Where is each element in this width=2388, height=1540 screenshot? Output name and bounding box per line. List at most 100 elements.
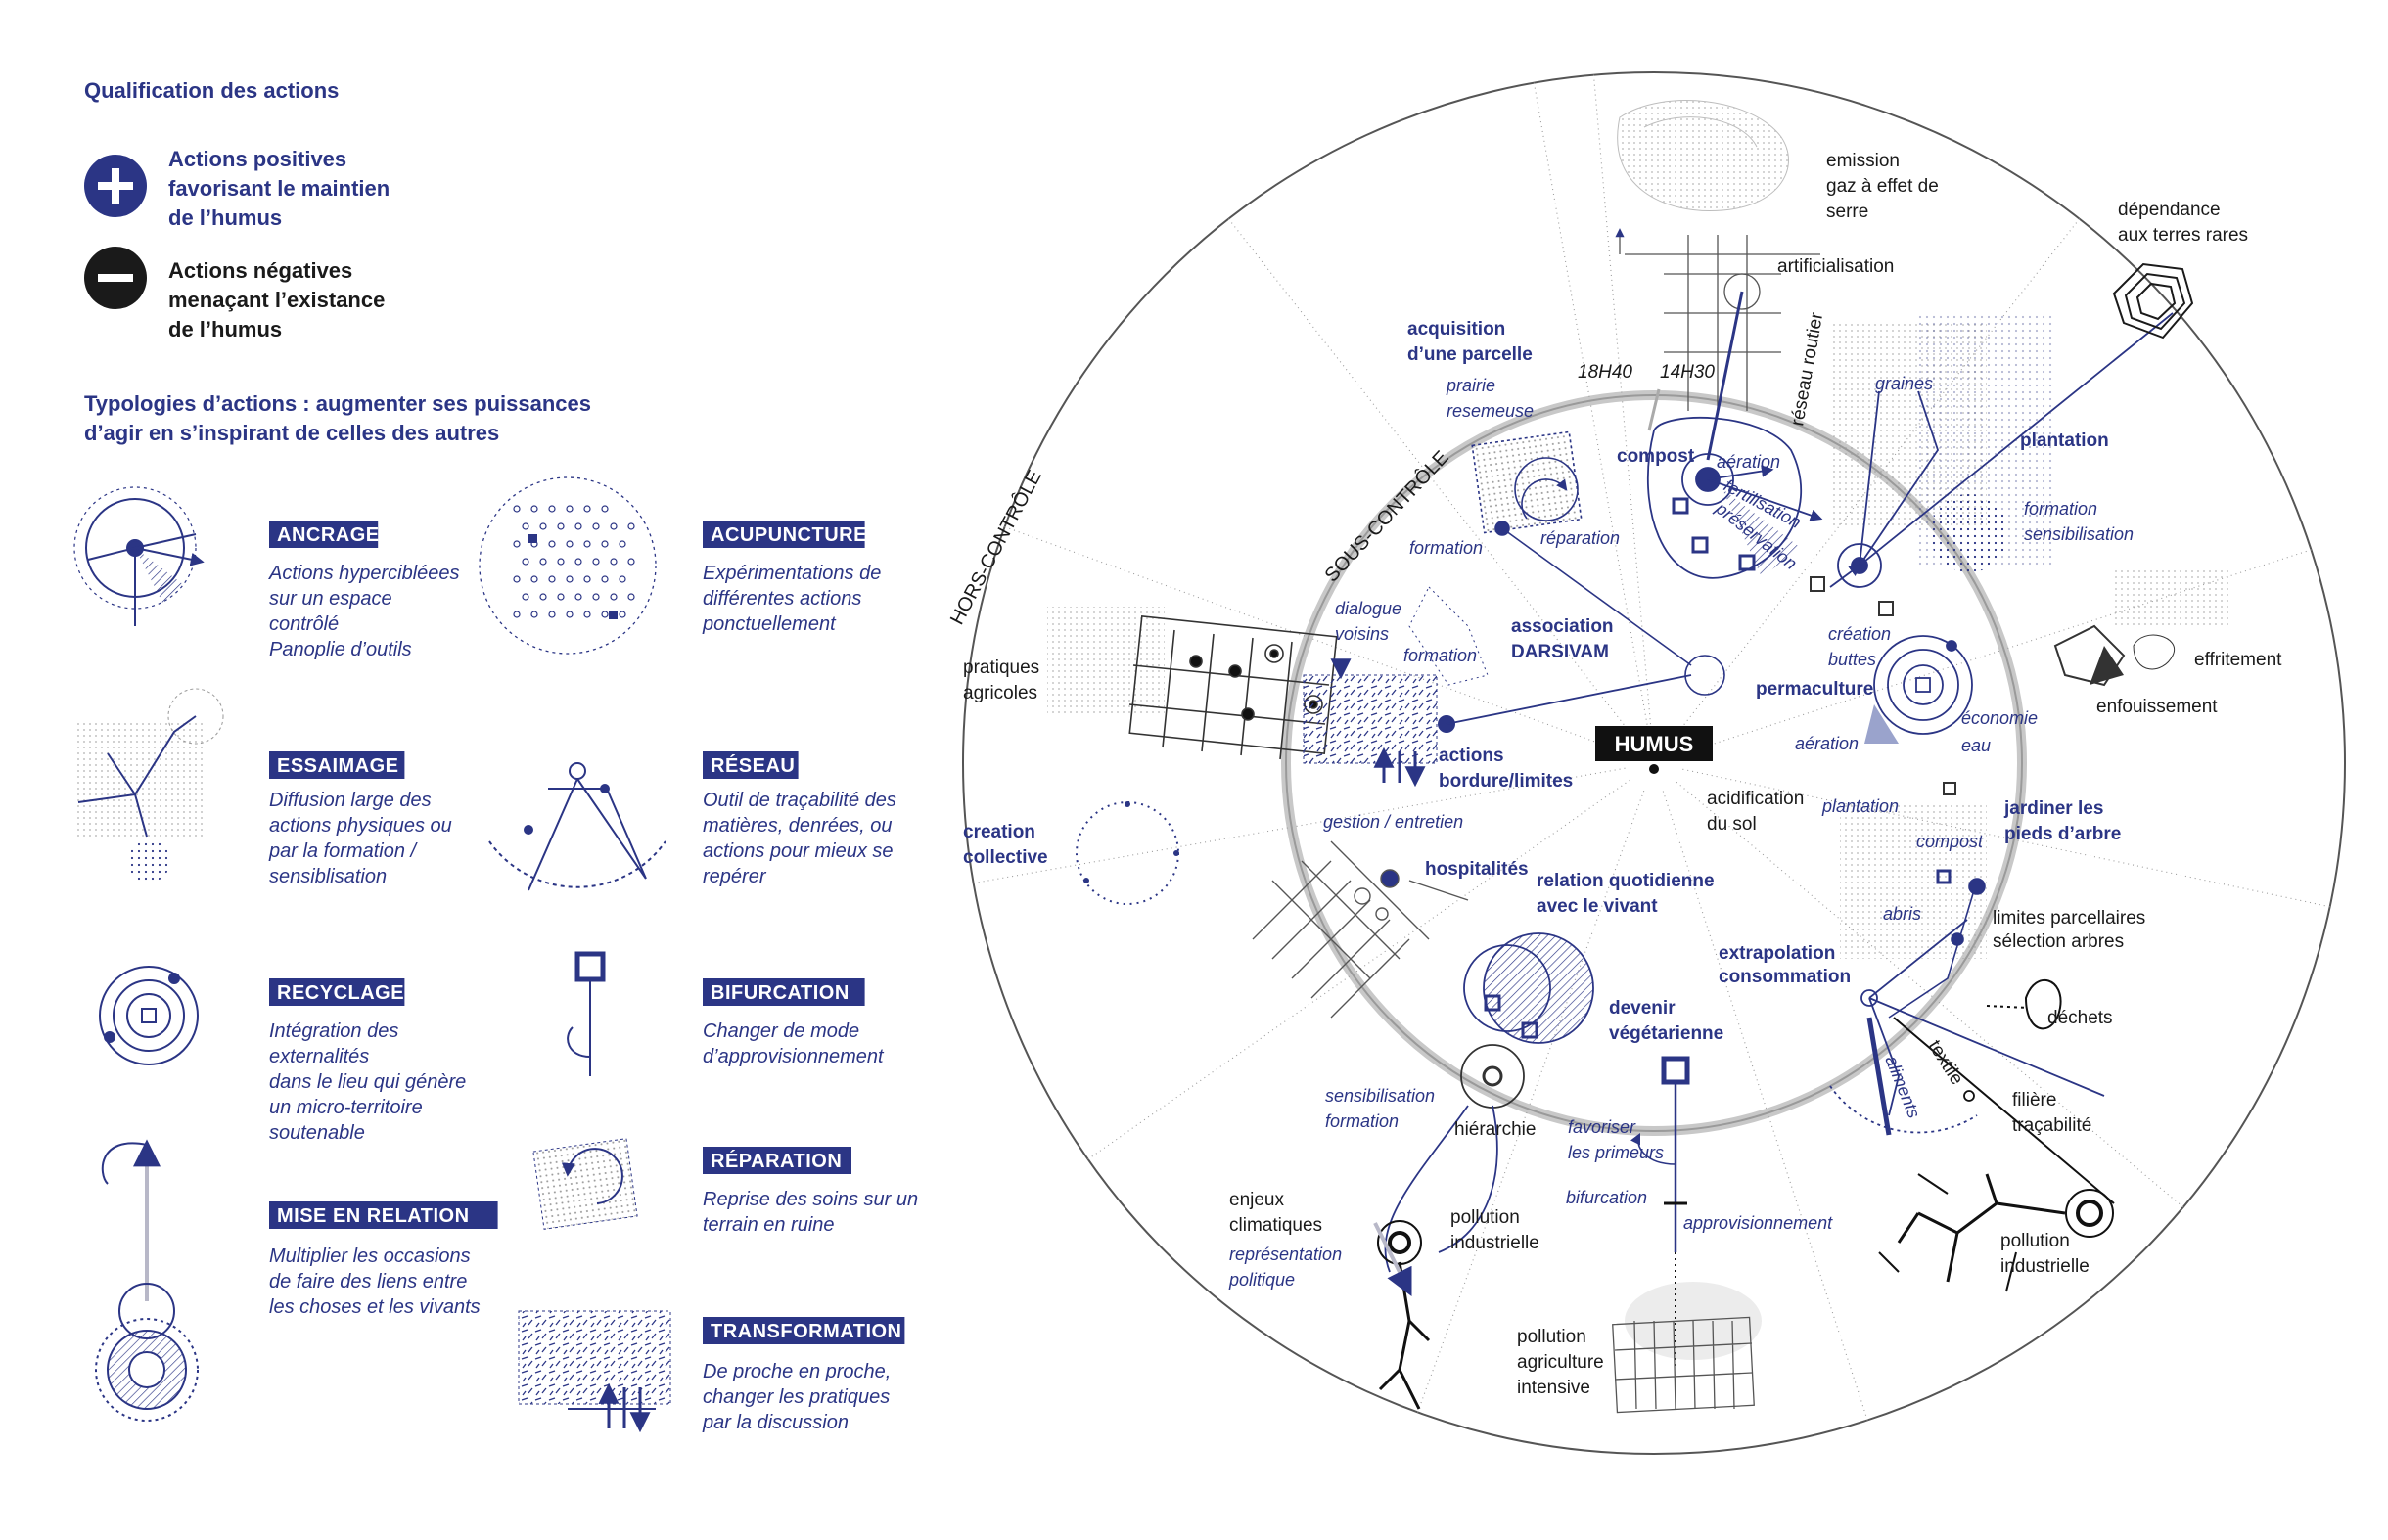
pollution-agri-label: pollution [1517, 1327, 1586, 1347]
pollution-ind1-label: pollution [1450, 1207, 1520, 1228]
humus-label: HUMUS [1615, 732, 1694, 756]
emission-label: serre [1826, 202, 1868, 222]
hors-controle-label: HORS-CONTRÔLE [945, 467, 1046, 629]
mise-en-relation-desc-line: de faire des liens entre [269, 1271, 467, 1292]
aliments-label: aliments [1881, 1053, 1924, 1121]
permaculture-label: permaculture [1756, 679, 1873, 700]
reparation-desc-line: terrain en ruine [703, 1214, 835, 1236]
reseau-desc-line: Outil de traçabilité des [703, 790, 896, 811]
approvisionnement-label: approvisionnement [1683, 1213, 1833, 1233]
creation-collective-circle [1076, 801, 1179, 905]
humus-box [1595, 726, 1713, 761]
reseau-routier-label: réseau routier [1787, 310, 1827, 428]
creation-collective-label: collective [963, 847, 1048, 868]
artificialisation-network [1615, 228, 1820, 461]
recyclage-icon [99, 966, 199, 1065]
relation-label: avec le vivant [1537, 896, 1658, 917]
reseau-badge [703, 751, 799, 779]
filiere-label: traçabilité [2012, 1115, 2091, 1136]
essaimage-desc-line: actions physiques ou [269, 815, 452, 837]
transformation-icon [518, 1310, 671, 1428]
extrapolation-label: consommation [1719, 967, 1851, 987]
reparation-label: réparation [1540, 528, 1620, 548]
qualification-title: Qualification des actions [84, 78, 339, 103]
dependance-label: dépendance [2118, 200, 2221, 220]
mise-en-relation-desc-line: les choses et les vivants [269, 1296, 481, 1318]
association-label: association [1511, 616, 1614, 637]
ancrage-title: ANCRAGE [277, 524, 380, 546]
sensib-formation-label: sensibilisation [1325, 1086, 1435, 1106]
ancrage-desc-line: sur un espace [269, 588, 392, 610]
relation-cluster [1384, 932, 1594, 1273]
recyclage-desc-line: un micro-territoire [269, 1097, 423, 1118]
eau-label: eau [1961, 736, 1991, 755]
acquisition-label: acquisition [1407, 319, 1505, 340]
acupuncture-title: ACUPUNCTURE [711, 524, 867, 546]
formation1-label: formation [1409, 538, 1483, 558]
extrapolation-label: extrapolation [1719, 943, 1835, 964]
essaimage-desc-line: par la formation / [268, 840, 419, 862]
sensib-formation-label: formation [1325, 1111, 1399, 1131]
pollution-ind2-label: industrielle [2000, 1256, 2090, 1277]
reseau-desc-line: actions pour mieux se [703, 840, 894, 862]
dialogue-label: dialogue [1335, 599, 1401, 618]
transformation-cluster [1303, 586, 1692, 783]
ancrage-desc-line: Actions hypercibléees [268, 563, 460, 584]
hospitalites-grid [1252, 840, 1469, 1019]
negative-qualification: Actions négatives menaçant l’existance d… [84, 247, 385, 341]
formation2-label: formation [1403, 646, 1477, 665]
ancrage-icon [73, 486, 202, 626]
representation-label: représentation [1229, 1245, 1342, 1264]
effritement-label: effritement [2194, 650, 2282, 670]
typologies-title-1: Typologies d’actions : augmenter ses pui… [84, 391, 591, 416]
extrapolation-network [1829, 919, 2115, 1204]
acidification-label: du sol [1707, 814, 1757, 835]
relation-label: relation quotidienne [1537, 871, 1715, 891]
sous-controle-label: SOUS-CONTRÔLE [1320, 446, 1453, 586]
pratiques-label: agricoles [963, 683, 1037, 703]
abris-label: abris [1883, 904, 1921, 924]
pollution-ind2-label: pollution [2000, 1231, 2070, 1251]
recyclage-desc-line: externalités [269, 1046, 369, 1067]
pollution-ind1-label: industrielle [1450, 1233, 1539, 1253]
bifurcation-icon [567, 951, 606, 1076]
acupuncture-desc-line: différentes actions [703, 588, 861, 610]
favoriser-label: favoriser [1568, 1117, 1636, 1137]
recyclage-desc-line: Intégration des [269, 1020, 398, 1042]
prairie-label: resemeuse [1447, 401, 1534, 421]
acupuncture-desc-line: ponctuellement [702, 613, 837, 635]
hospitalites-label: hospitalités [1425, 859, 1529, 880]
ancrage-desc-line: Panoplie d’outils [269, 639, 412, 660]
circle-diagram: HUMUS HORS-CONTRÔLE SOUS-CONTRÔLE [945, 71, 2346, 1455]
transformation-badge [703, 1317, 905, 1344]
compost-cluster [1646, 416, 1823, 579]
bifurcation-badge [703, 978, 865, 1006]
mise-en-relation-icon [95, 1139, 199, 1422]
acidification-label: acidification [1707, 789, 1804, 809]
acupuncture-badge [703, 521, 865, 548]
emission-label: gaz à effet de [1826, 176, 1939, 197]
recyclage-badge [269, 978, 405, 1006]
effritement-drawing [2053, 624, 2176, 687]
bifurcation-label: bifurcation [1566, 1188, 1647, 1207]
formation-sensib-label: sensibilisation [2024, 524, 2134, 544]
gestion-label: gestion / entretien [1323, 812, 1463, 832]
aeration-mid-label: aération [1795, 734, 1859, 753]
creation-buttes-label: buttes [1828, 650, 1876, 669]
jardiner-label: pieds d’arbre [2004, 824, 2121, 844]
filiere-label: filière [2012, 1090, 2056, 1110]
graines-label: graines [1875, 374, 1933, 393]
reparation-desc-line: Reprise des soins sur un [703, 1189, 918, 1210]
essaimage-desc-line: sensiblisation [269, 866, 387, 887]
essaimage-title: ESSAIMAGE [277, 755, 399, 777]
vegetarienne-bifurcation [1612, 1056, 1755, 1414]
favoriser-label: les primeurs [1568, 1143, 1664, 1162]
devenir-label: végétarienne [1609, 1023, 1723, 1044]
reseau-title: RÉSEAU [711, 754, 795, 777]
limites-label: limites parcellaires [1993, 908, 2145, 929]
dialogue-label: voisins [1335, 624, 1389, 644]
positive-line-1: Actions positives [168, 147, 346, 171]
negative-line-1: Actions négatives [168, 258, 352, 283]
reparation-icon [532, 1138, 638, 1230]
negative-line-3: de l’humus [168, 317, 282, 341]
